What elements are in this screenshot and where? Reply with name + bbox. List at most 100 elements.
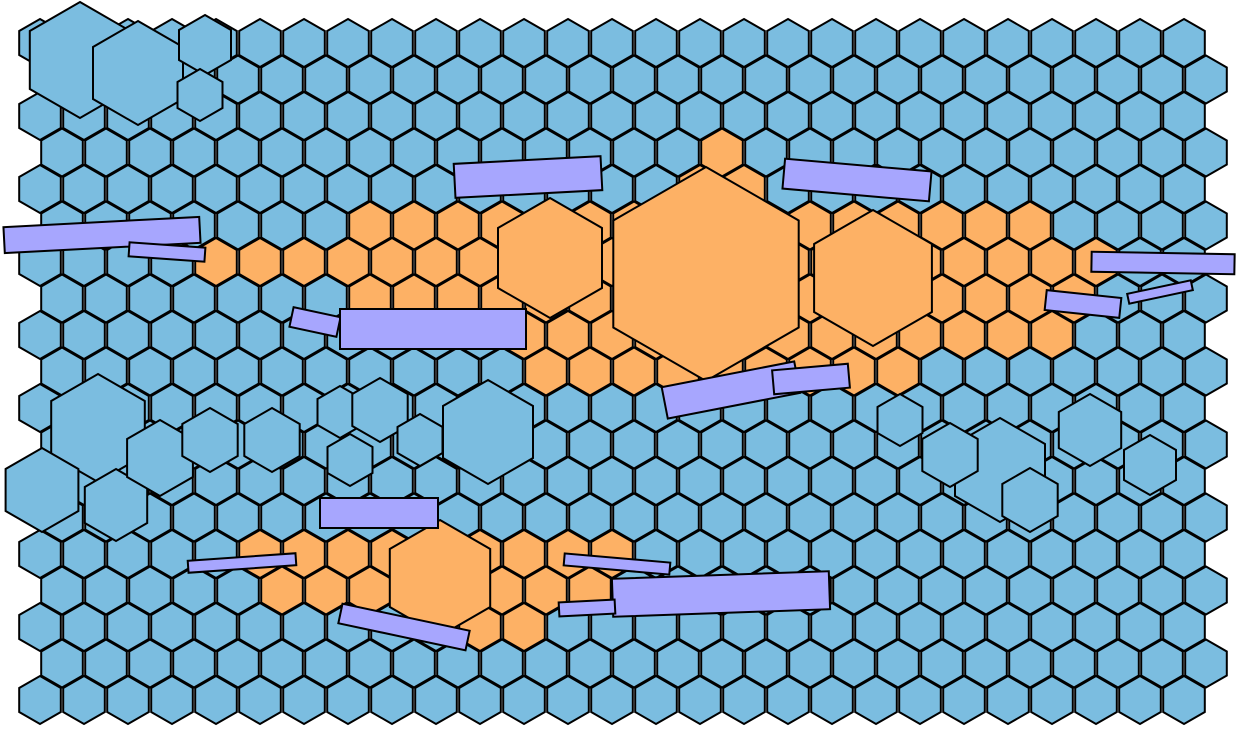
large-blue-hexagon [176, 67, 224, 123]
blue-hexagon [18, 674, 62, 726]
blue-hexagon [568, 419, 612, 470]
blue-hexagon [634, 17, 678, 69]
purple-bar [452, 155, 604, 199]
blue-hexagon [700, 54, 744, 105]
bar-layer [2, 155, 1236, 652]
blue-hexagon [62, 163, 106, 215]
blue-hexagon [1162, 90, 1206, 142]
blue-hexagon [766, 17, 810, 69]
blue-hexagon [216, 273, 260, 324]
blue-hexagon [172, 127, 216, 178]
blue-hexagon [1096, 54, 1140, 105]
orange-hexagon [348, 200, 392, 251]
blue-hexagon [1162, 674, 1206, 726]
blue-hexagon [986, 674, 1030, 726]
orange-hexagon [502, 528, 546, 580]
blue-hexagon [964, 346, 1008, 397]
blue-hexagon [832, 492, 876, 543]
blue-hexagon [964, 638, 1008, 689]
blue-hexagon [590, 17, 634, 69]
blue-hexagon [568, 492, 612, 543]
blue-hexagon [172, 346, 216, 397]
blue-hexagon [348, 127, 392, 178]
blue-hexagon [1008, 54, 1052, 105]
blue-hexagon [392, 54, 436, 105]
blue-hexagon [854, 17, 898, 69]
blue-hexagon [942, 17, 986, 69]
blue-hexagon [722, 455, 766, 507]
blue-hexagon [238, 163, 282, 215]
blue-hexagon [260, 200, 304, 251]
blue-hexagon [304, 127, 348, 178]
blue-hexagon [260, 54, 304, 105]
blue-hexagon [150, 163, 194, 215]
blue-hexagon [348, 54, 392, 105]
blue-hexagon [1052, 565, 1096, 616]
blue-hexagon [1184, 346, 1228, 397]
blue-hexagon [1140, 200, 1184, 251]
blue-hexagon [260, 638, 304, 689]
blue-hexagon [1184, 200, 1228, 251]
blue-hexagon [1030, 674, 1074, 726]
blue-hexagon [1184, 492, 1228, 543]
blue-hexagon [1140, 127, 1184, 178]
blue-hexagon [1008, 565, 1052, 616]
blue-hexagon [502, 674, 546, 726]
blue-hexagon [700, 638, 744, 689]
purple-bar [1043, 289, 1123, 319]
orange-hexagon [986, 236, 1030, 288]
blue-hexagon [480, 54, 524, 105]
orange-hexagon [1008, 200, 1052, 251]
purple-bar [557, 598, 617, 618]
blue-hexagon [1096, 565, 1140, 616]
blue-hexagon [1030, 90, 1074, 142]
blue-hexagon [1162, 309, 1206, 361]
blue-hexagon [84, 565, 128, 616]
blue-hexagon [700, 419, 744, 470]
blue-hexagon [40, 273, 84, 324]
blue-hexagon [1184, 419, 1228, 470]
purple-bar [1090, 250, 1236, 276]
blue-hexagon [898, 674, 942, 726]
blue-hexagon [832, 565, 876, 616]
blue-hexagon [678, 90, 722, 142]
blue-hexagon [436, 54, 480, 105]
blue-hexagon [590, 455, 634, 507]
blue-hexagon [656, 492, 700, 543]
blue-hexagon [414, 674, 458, 726]
blue-hexagon [260, 492, 304, 543]
blue-hexagon [832, 54, 876, 105]
blue-hexagon [282, 455, 326, 507]
blue-hexagon [524, 492, 568, 543]
large-blue-hexagon [442, 378, 534, 486]
blue-hexagon [898, 90, 942, 142]
large-blue-hexagon [921, 421, 979, 489]
orange-hexagon [1030, 309, 1074, 361]
blue-hexagon [1140, 565, 1184, 616]
blue-hexagon [942, 601, 986, 653]
blue-hexagon [876, 565, 920, 616]
blue-hexagon [194, 674, 238, 726]
blue-hexagon [634, 674, 678, 726]
blue-hexagon [854, 674, 898, 726]
blue-hexagon [106, 163, 150, 215]
purple-bar [562, 552, 672, 576]
orange-hexagon [942, 309, 986, 361]
orange-hexagon [370, 236, 414, 288]
purple-bar [781, 157, 933, 203]
blue-hexagon [128, 127, 172, 178]
orange-hexagon [326, 236, 370, 288]
orange-hexagon [326, 528, 370, 580]
blue-hexagon [634, 455, 678, 507]
blue-hexagon [1096, 346, 1140, 397]
large-blue-hexagon [1057, 392, 1123, 468]
blue-hexagon [216, 638, 260, 689]
blue-hexagon [1118, 382, 1162, 434]
blue-hexagon [216, 492, 260, 543]
blue-hexagon [722, 17, 766, 69]
blue-hexagon [1118, 309, 1162, 361]
blue-hexagon [1162, 382, 1206, 434]
blue-hexagon [964, 565, 1008, 616]
blue-hexagon [546, 382, 590, 434]
